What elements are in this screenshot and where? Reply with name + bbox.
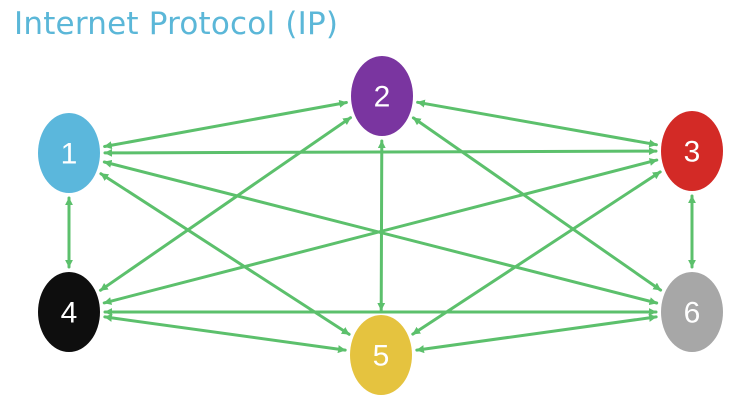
node-6-circle <box>661 272 723 352</box>
edge-1-2 <box>103 99 348 150</box>
node-3-label: 3 <box>684 136 701 169</box>
edge-2-6 <box>411 116 663 292</box>
node-2: 2 <box>351 56 413 136</box>
edge-4-5 <box>103 313 347 354</box>
edge-5-6 <box>415 313 658 354</box>
node-1-circle <box>38 113 100 193</box>
node-5-circle <box>350 315 412 395</box>
node-3: 3 <box>661 111 723 191</box>
node-3-circle <box>661 111 723 191</box>
node-2-label: 2 <box>374 81 391 114</box>
node-1: 1 <box>38 113 100 193</box>
node-4-label: 4 <box>61 297 78 330</box>
node-5: 5 <box>350 315 412 395</box>
edge-2-3 <box>416 99 658 148</box>
node-6-label: 6 <box>684 297 701 330</box>
node-6: 6 <box>661 272 723 352</box>
nodes-layer: 1 2 3 4 5 6 <box>38 56 723 395</box>
edge-2-4 <box>99 116 352 292</box>
edge-3-5 <box>411 170 662 336</box>
node-5-label: 5 <box>373 340 390 373</box>
slide-title: Internet Protocol (IP) <box>14 6 339 42</box>
edge-1-5 <box>99 172 351 336</box>
edge-2-5 <box>377 139 386 312</box>
node-4: 4 <box>38 272 100 352</box>
node-1-label: 1 <box>61 138 78 171</box>
node-2-circle <box>351 56 413 136</box>
node-4-circle <box>38 272 100 352</box>
edges-layer <box>65 99 696 354</box>
